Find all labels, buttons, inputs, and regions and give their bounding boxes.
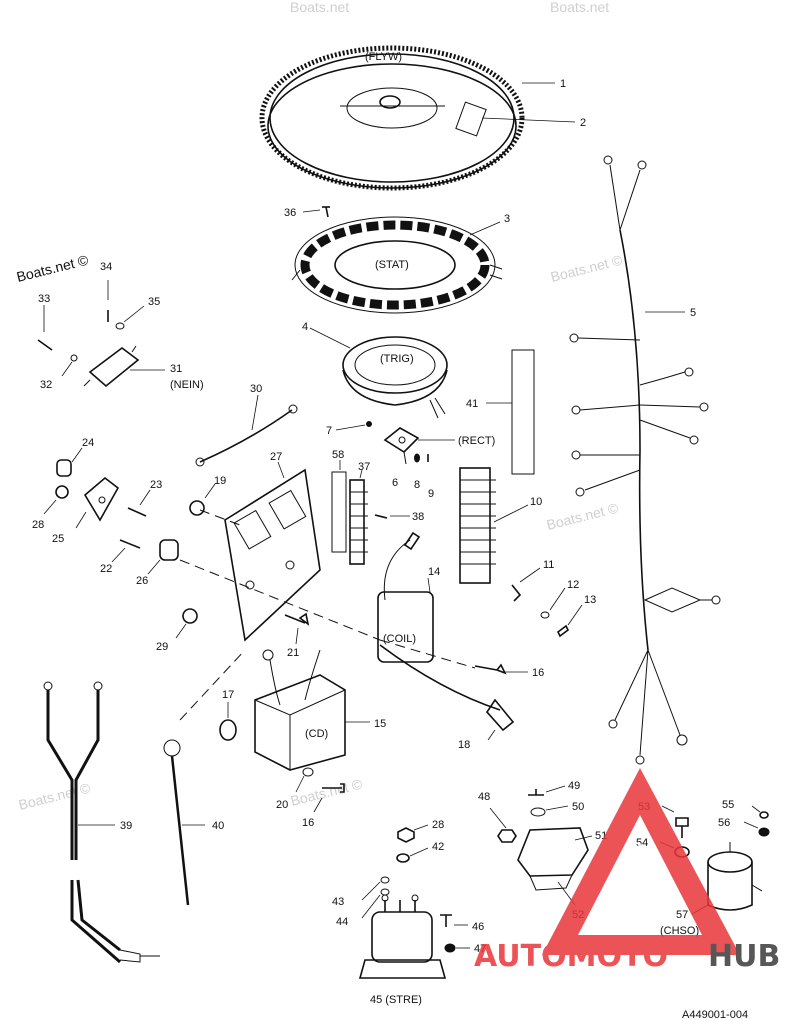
flywheel [259, 45, 525, 191]
label-38: 38 [412, 511, 424, 523]
logo-text-hub: HUB [708, 939, 780, 974]
label-16a: 16 [532, 667, 544, 679]
label-7: 7 [326, 425, 332, 437]
relay-51 [517, 827, 589, 891]
watermark: Boats.net © [549, 251, 625, 284]
jumper-11 [511, 584, 522, 602]
label-29: 29 [156, 641, 168, 653]
name-rect: (RECT) [458, 435, 495, 447]
label-28b: 28 [432, 819, 444, 831]
starter-solenoid [358, 894, 447, 979]
ground-lead-30 [199, 409, 293, 463]
label-3: 3 [504, 213, 510, 225]
label-55: 55 [722, 799, 734, 811]
label-17: 17 [222, 689, 234, 701]
watermark: Boats.net © [15, 251, 91, 284]
label-1: 1 [560, 78, 566, 90]
rectifier [383, 427, 420, 465]
trigger [342, 336, 448, 419]
label-8: 8 [414, 479, 420, 491]
watermark: Boats.net [290, 0, 349, 15]
screw-36 [322, 206, 330, 218]
label-32: 32 [40, 379, 52, 391]
label-18: 18 [458, 739, 470, 751]
name-nein: (NEIN) [170, 379, 204, 391]
label-58: 58 [332, 449, 344, 461]
label-26: 26 [136, 575, 148, 587]
label-12: 12 [567, 579, 579, 591]
label-39: 39 [120, 820, 132, 832]
label-47: 47 [474, 943, 486, 955]
logo-text-automoto: AUTOMOTO [474, 939, 668, 974]
label-34: 34 [100, 261, 112, 273]
name-cd: (CD) [305, 728, 328, 740]
label-50: 50 [572, 801, 584, 813]
label-24: 24 [82, 437, 94, 449]
label-37: 37 [358, 461, 370, 473]
label-2: 2 [580, 117, 586, 129]
label-6: 6 [392, 477, 398, 489]
label-40: 40 [212, 820, 224, 832]
label-56: 56 [718, 817, 730, 829]
label-43: 43 [332, 896, 344, 908]
label-11: 11 [543, 559, 554, 571]
label-27: 27 [270, 451, 282, 463]
cd-module [254, 649, 346, 771]
label-36: 36 [284, 207, 296, 219]
label-9: 9 [428, 488, 434, 500]
name-chso: (CHSO) [660, 925, 699, 937]
label-20: 20 [276, 799, 288, 811]
label-35: 35 [148, 296, 160, 308]
label-10: 10 [530, 496, 542, 508]
watermark: Boats.net © [17, 779, 93, 812]
label-16b: 16 [302, 817, 314, 829]
label-48: 48 [478, 791, 490, 803]
decal-41 [511, 349, 535, 475]
name-flyw: (FLYW) [365, 51, 402, 63]
watermark: Boats.net © [545, 499, 621, 532]
label-28a: 28 [32, 519, 44, 531]
label-4: 4 [302, 321, 308, 333]
label-33: 33 [38, 293, 50, 305]
label-22: 22 [100, 563, 112, 575]
label-57: 57 [676, 909, 688, 921]
label-41: 41 [466, 398, 478, 410]
label-14: 14 [428, 566, 440, 578]
automotohub-logo: AUTOMOTO HUB [474, 768, 780, 974]
drawing-code: A449001-004 [682, 1009, 748, 1020]
name-coil: (COIL) [383, 633, 416, 645]
battery-cable-39 [43, 681, 160, 964]
label-25: 25 [52, 533, 64, 545]
label-46: 46 [472, 921, 484, 933]
choke-solenoid-57 [707, 842, 763, 911]
watermark: Boats.net [550, 0, 609, 15]
label-44: 44 [336, 916, 348, 928]
terminal-block-10 [459, 467, 496, 584]
decal-58 [331, 471, 347, 553]
terminal-strip-37 [349, 479, 368, 565]
stator [291, 216, 503, 314]
label-15: 15 [374, 718, 386, 730]
label-30: 30 [250, 383, 262, 395]
neutral-switch-31 [83, 345, 140, 388]
name-trig: (TRIG) [380, 353, 414, 365]
mounting-plate-27 [224, 468, 321, 642]
label-5: 5 [690, 307, 696, 319]
label-23: 23 [150, 479, 162, 491]
label-45: 45 (STRE) [370, 994, 422, 1006]
ground-cable-40 [163, 739, 190, 906]
label-31: 31 [170, 363, 182, 375]
name-stat: (STAT) [375, 259, 409, 271]
label-19: 19 [214, 475, 226, 487]
label-42: 42 [432, 841, 444, 853]
label-49: 49 [568, 780, 580, 792]
bracket-25 [83, 476, 120, 522]
wiring-harness [569, 155, 721, 765]
ignition-coil [377, 531, 515, 732]
label-13: 13 [584, 594, 596, 606]
watermark: Boats.net © [289, 775, 365, 808]
label-21: 21 [287, 647, 299, 659]
